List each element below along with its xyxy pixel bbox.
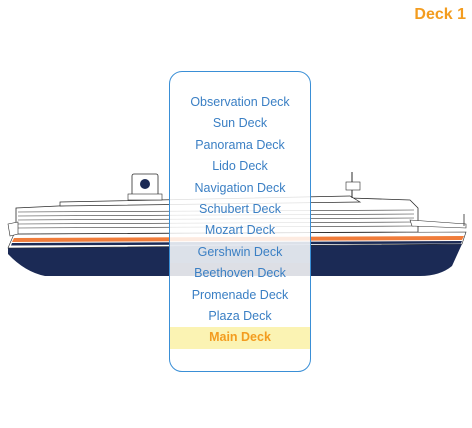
deck-item-beethoven[interactable]: Beethoven Deck <box>194 266 286 281</box>
deck-item-main[interactable]: Main Deck <box>170 327 310 349</box>
deck-item-observation[interactable]: Observation Deck <box>190 95 290 109</box>
deck-item-mozart[interactable]: Mozart Deck <box>204 223 276 238</box>
deck-item-navigation[interactable]: Navigation Deck <box>194 180 286 195</box>
deck-item-plaza[interactable]: Plaza Deck <box>208 308 272 323</box>
deck-selector-panel: Observation Deck Sun Deck Panorama Deck … <box>169 71 311 372</box>
deck-item-promenade[interactable]: Promenade Deck <box>191 287 289 302</box>
current-deck-title: Deck 1 <box>414 6 466 23</box>
deck-list: Observation Deck Sun Deck Panorama Deck … <box>170 92 310 349</box>
deck-item-gershwin[interactable]: Gershwin Deck <box>170 241 310 264</box>
deck-item-lido[interactable]: Lido Deck <box>212 159 268 174</box>
deck-item-schubert[interactable]: Schubert Deck <box>199 201 281 216</box>
deck-item-panorama[interactable]: Panorama Deck <box>195 137 285 152</box>
deck-item-sun[interactable]: Sun Deck <box>212 116 268 131</box>
